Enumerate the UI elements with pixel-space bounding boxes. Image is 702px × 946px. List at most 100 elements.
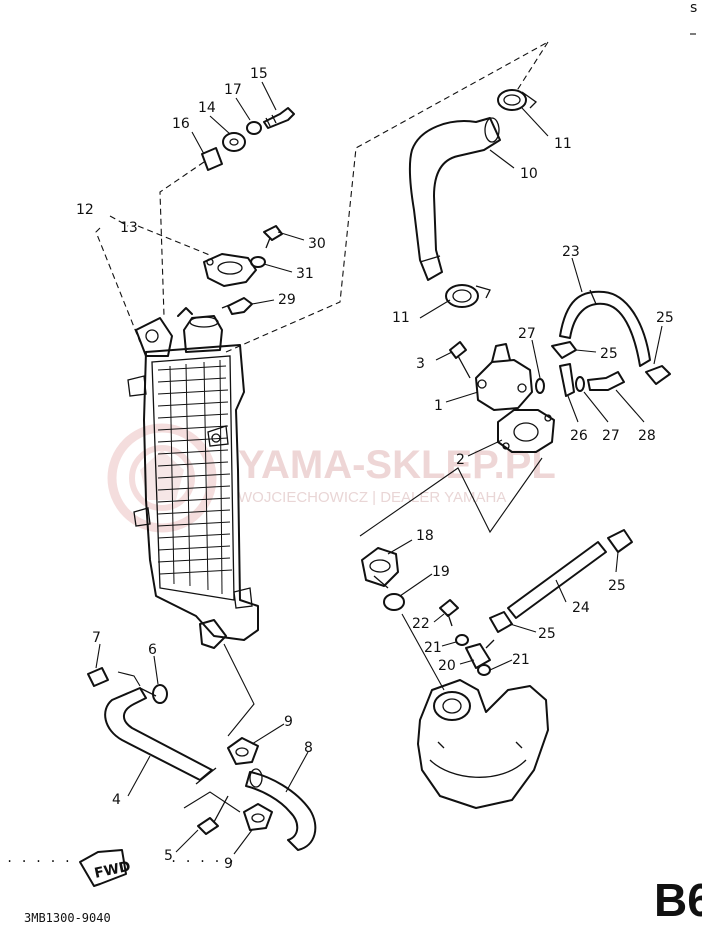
washer-21-a	[455, 634, 469, 646]
callout-4: 4	[112, 792, 121, 808]
callout-22: 22	[412, 616, 430, 632]
stray-dots-left: . . . . .	[6, 851, 71, 865]
radiator-bracket	[135, 317, 173, 357]
callout-28: 28	[638, 428, 656, 444]
callout-26: 26	[570, 428, 588, 444]
bolt-3	[449, 341, 467, 359]
bolt-5	[197, 817, 219, 835]
clamp-25-c	[489, 611, 513, 633]
clamp-25-d	[607, 529, 633, 553]
callout-14: 14	[198, 100, 216, 116]
watermark-title: YAMA-SKLEP.PL	[238, 443, 556, 487]
stray-dots-mid: . . . . .	[170, 851, 235, 865]
callout-27-b: 27	[602, 428, 620, 444]
callout-8: 8	[304, 740, 313, 756]
washer-17	[246, 121, 262, 135]
lower-hose-group	[227, 737, 317, 851]
callout-30: 30	[308, 236, 326, 252]
radiator	[127, 307, 259, 649]
callout-2: 2	[456, 452, 465, 468]
collar-16	[201, 147, 223, 171]
watermark: YAMA-SKLEP.PL WOJCIECHOWICZ | DEALER YAM…	[107, 423, 556, 533]
callout-29: 29	[278, 292, 296, 308]
callout-23: 23	[562, 244, 580, 260]
bolt-22	[439, 599, 459, 617]
corner-mark: s	[690, 0, 697, 16]
filler-neck	[183, 315, 223, 353]
thermostat-housing-group	[449, 341, 555, 453]
clamp-9-top	[227, 737, 259, 765]
callout-24: 24	[572, 600, 590, 616]
callout-9-bottom: 9	[224, 856, 233, 872]
pipe-4	[104, 687, 213, 781]
clamp-25-a	[551, 341, 577, 359]
hose-23	[559, 290, 651, 367]
fwd-label: FWD	[93, 859, 132, 882]
washer-27-b	[575, 376, 585, 392]
callout-6: 6	[148, 642, 157, 658]
callout-19: 19	[432, 564, 450, 580]
callout-3: 3	[416, 356, 425, 372]
grommet-14	[222, 132, 246, 152]
callout-1: 1	[434, 398, 443, 414]
upper-hose-group	[408, 89, 538, 308]
bolt-15	[263, 107, 295, 129]
callout-7: 7	[92, 630, 101, 646]
lower-pipe-group	[87, 667, 229, 835]
callout-31: 31	[296, 266, 314, 282]
callouts: 1 2 3 4 5 6 7 8 9 9 10 11 11 12 13 14 15…	[76, 66, 674, 872]
clamp-11-lower	[445, 284, 479, 308]
radiator-fins	[157, 359, 233, 595]
water-pump-group	[417, 599, 549, 809]
callout-16: 16	[172, 116, 190, 132]
hose-24-group	[489, 529, 633, 633]
hose-24	[507, 541, 607, 619]
washer-31	[250, 256, 266, 268]
screw-30	[263, 225, 283, 241]
callout-10: 10	[520, 166, 538, 182]
watermark-subtitle: WOJCIECHOWICZ | DEALER YAMAHA	[238, 489, 506, 506]
callout-9-top: 9	[284, 714, 293, 730]
callout-12: 12	[76, 202, 94, 218]
breather-hose-group	[535, 289, 671, 397]
union-26	[559, 363, 575, 397]
radiator-cap-13	[203, 253, 257, 287]
bolt-28	[587, 371, 625, 391]
callout-25-a: 25	[656, 310, 674, 326]
hose-10	[408, 117, 501, 281]
clamp-11-top	[497, 89, 527, 111]
callout-25-b: 25	[600, 346, 618, 362]
thermostat-group	[361, 547, 405, 611]
callout-11-lower: 11	[392, 310, 410, 326]
watermark-logo-icon	[107, 423, 217, 533]
callout-20: 20	[438, 658, 456, 674]
leader-lines	[95, 41, 663, 855]
clamp-9-bottom	[243, 803, 273, 831]
thermostat-18	[361, 547, 399, 587]
thermostat-housing-1	[475, 359, 533, 411]
callout-18: 18	[416, 528, 434, 544]
callout-13: 13	[120, 220, 138, 236]
bolt-29	[227, 297, 253, 315]
water-pump-housing	[417, 679, 549, 809]
o-ring-6	[152, 684, 168, 704]
callout-25-c: 25	[538, 626, 556, 642]
diagram-code: 3MB1300-9040	[24, 911, 111, 925]
clamp-25-b	[645, 365, 671, 385]
mount-bolt-group	[201, 107, 295, 171]
washer-27-a	[535, 378, 545, 394]
radiator-outlet	[199, 619, 227, 649]
union-20	[465, 643, 491, 669]
washer-21-b	[477, 664, 491, 676]
callout-21-a: 21	[424, 640, 442, 656]
callout-15: 15	[250, 66, 268, 82]
page-code: B6	[654, 874, 702, 926]
radiator-cap-group	[203, 225, 283, 315]
o-ring-19	[383, 593, 405, 611]
callout-5: 5	[164, 848, 173, 864]
callout-25-d: 25	[608, 578, 626, 594]
bolt-7	[87, 667, 109, 687]
callout-21-b: 21	[512, 652, 530, 668]
callout-11-top: 11	[554, 136, 572, 152]
